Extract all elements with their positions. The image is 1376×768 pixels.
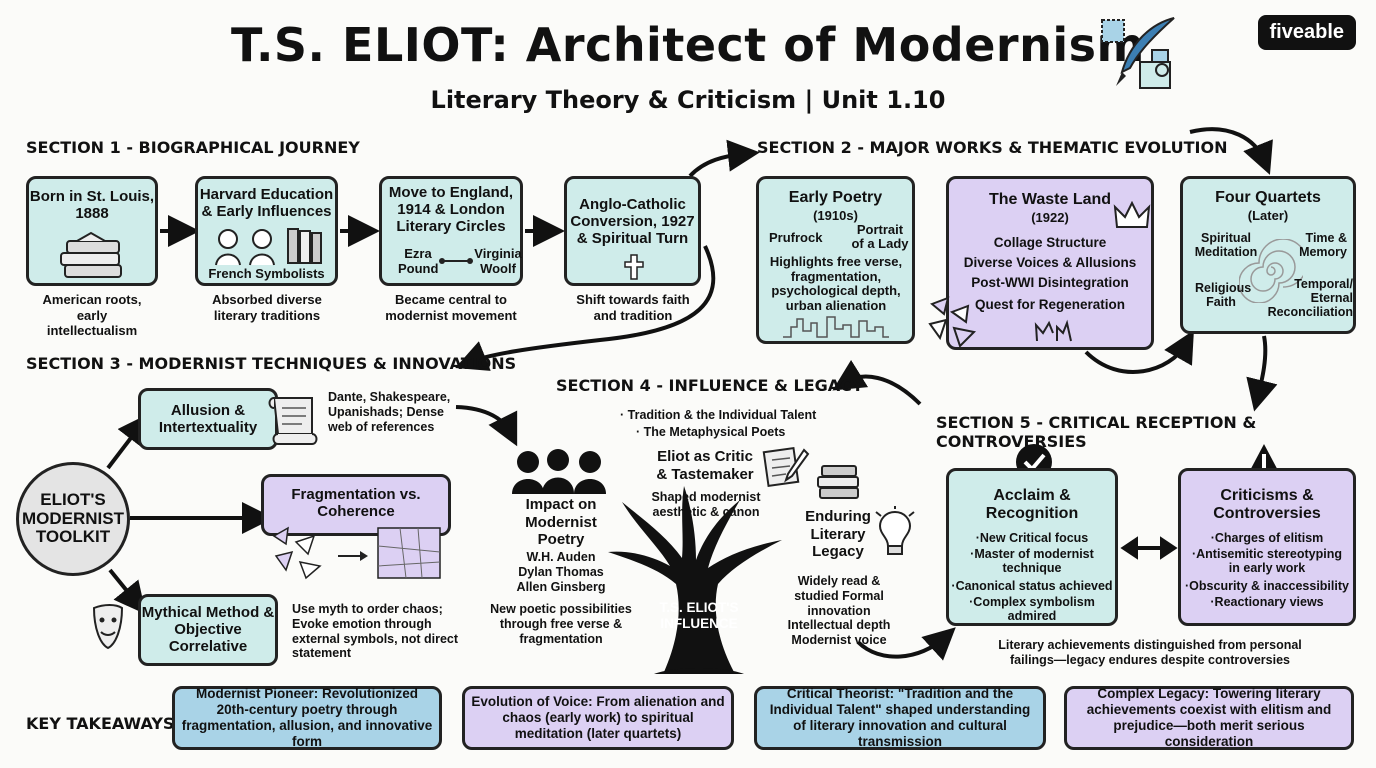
box-conversion: Anglo-Catholic Conversion, 1927 & Spirit… xyxy=(564,176,701,286)
caption-england: Became central to modernist movement xyxy=(385,292,517,323)
mythic-desc: Use myth to order chaos; Evoke emotion t… xyxy=(292,602,459,661)
section3-heading: SECTION 3 - MODERNIST TECHNIQUES & INNOV… xyxy=(26,354,517,373)
box-early-poetry: Early Poetry (1910s) Prufrock Portrait o… xyxy=(756,176,915,344)
fragments-icon xyxy=(272,526,441,580)
box-criticisms: Criticisms & Controversies ·Charges of e… xyxy=(1178,468,1356,626)
portraits-icon xyxy=(215,228,322,266)
books-icon xyxy=(60,231,122,278)
impact-poets: W.H. Auden Dylan Thomas Allen Ginsberg xyxy=(516,550,606,594)
toolkit-circle: ELIOT'S MODERNIST TOOLKIT xyxy=(16,462,130,576)
takeaway-3: Critical Theorist: "Tradition and the In… xyxy=(754,686,1046,750)
page-subtitle: Literary Theory & Criticism | Unit 1.10 xyxy=(430,86,946,114)
arrow-toolkit-allusion xyxy=(106,413,150,470)
arrow-legacy-to-section5 xyxy=(856,627,956,661)
box-four-quartets: Four Quartets (Later) Spiritual Meditati… xyxy=(1180,176,1356,334)
box-harvard: Harvard Education & Early Influences Fre… xyxy=(195,176,338,286)
box-fragmentation: Fragmentation vs. Coherence xyxy=(261,474,451,536)
section2-heading: SECTION 2 - MAJOR WORKS & THEMATIC EVOLU… xyxy=(757,138,1228,157)
skyline-icon xyxy=(783,316,889,338)
essay-2: · The Metaphysical Poets xyxy=(636,425,786,439)
page-title: T.S. ELIOT: Architect of Modernism xyxy=(231,18,1145,72)
box-allusion: Allusion & Intertextuality xyxy=(138,388,278,450)
arrow-waste-to-quartets xyxy=(1084,330,1194,374)
tree-icon xyxy=(608,486,782,674)
section1-heading: SECTION 1 - BIOGRAPHICAL JOURNEY xyxy=(26,138,360,157)
section4-heading: SECTION 4 - INFLUENCE & LEGACY xyxy=(556,376,864,395)
essay-1: · Tradition & the Individual Talent xyxy=(620,408,817,422)
theater-masks-icon xyxy=(92,604,124,650)
allusion-desc: Dante, Shakespeare, Upanishads; Dense we… xyxy=(328,390,451,434)
broken-crown-icon xyxy=(1034,319,1072,342)
box-born: Born in St. Louis, 1888 xyxy=(26,176,158,286)
arrow-quartets-to-section5 xyxy=(1246,335,1278,412)
stacked-books-icon xyxy=(817,465,859,499)
impact-desc: New poetic possibilities through free ve… xyxy=(490,602,632,646)
arrow-section5-to-section4 xyxy=(832,359,922,406)
box-mythic: Mythical Method & Objective Correlative xyxy=(138,594,278,666)
spiral-icon xyxy=(1239,239,1303,303)
arrow-header2-to-quartets xyxy=(1189,127,1273,175)
scroll-icon xyxy=(268,397,318,445)
legacy-desc: Widely read & studied Formal innovation … xyxy=(787,574,891,647)
caption-conversion: Shift towards faith and tradition xyxy=(576,292,690,323)
quill-icon xyxy=(1101,17,1175,89)
arrow-section1-to-section3 xyxy=(455,245,716,371)
caption-harvard: Absorbed diverse literary traditions xyxy=(212,292,322,323)
lightbulb-icon xyxy=(875,506,915,555)
takeaways-heading: KEY TAKEAWAYS xyxy=(26,714,175,733)
legacy-title: Enduring Literary Legacy xyxy=(805,508,871,561)
silhouettes-icon xyxy=(512,449,606,494)
connection-icon xyxy=(439,258,473,264)
takeaway-4: Complex Legacy: Towering literary achiev… xyxy=(1064,686,1354,750)
takeaway-2: Evolution of Voice: From alienation and … xyxy=(462,686,734,750)
impact-title: Impact on Modernist Poetry xyxy=(525,496,597,549)
writing-paper-icon xyxy=(762,446,810,488)
section5-heading: SECTION 5 - CRITICAL RECEPTION & CONTROV… xyxy=(936,413,1257,451)
crown-icon xyxy=(1113,201,1151,228)
critic-desc: Shaped modernist aesthetic & canon xyxy=(651,490,761,519)
arrow-toolkit-mythic xyxy=(108,568,147,615)
box-acclaim: Acclaim & Recognition ·New Critical focu… xyxy=(946,468,1118,626)
critic-title: Eliot as Critic & Tastemaker xyxy=(656,448,754,483)
shards-icon xyxy=(928,296,977,348)
caption-born: American roots, early intellectualism xyxy=(42,292,142,339)
brand-logo[interactable]: fiveable xyxy=(1257,15,1356,50)
cross-icon xyxy=(624,254,644,280)
arrow-section3-to-impact xyxy=(455,405,518,447)
arrow-to-section2 xyxy=(688,139,760,178)
box-waste-land: The Waste Land (1922) Collage Structure … xyxy=(946,176,1154,350)
box-england: Move to England, 1914 & London Literary … xyxy=(379,176,523,286)
tree-label: T.S. ELIOT'S INFLUENCE xyxy=(659,600,739,631)
reception-note: Literary achievements distinguished from… xyxy=(998,638,1302,667)
takeaway-1: Modernist Pioneer: Revolutionized 20th-c… xyxy=(172,686,442,750)
